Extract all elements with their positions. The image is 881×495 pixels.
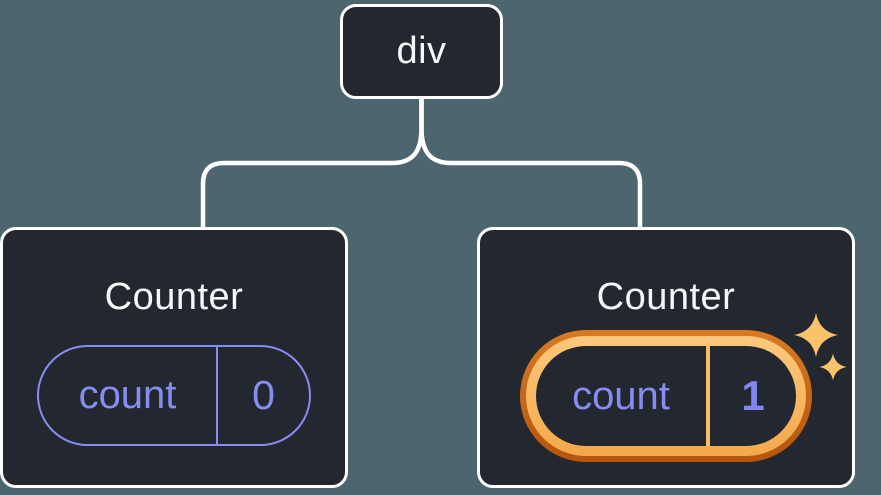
counter-card-left: Counter count 0 (0, 227, 348, 488)
state-highlight-ring-inner: count 1 (526, 336, 806, 456)
state-pill-right-value: 1 (741, 372, 765, 419)
state-pill-left-label: count (39, 347, 218, 444)
state-pill-right: count 1 (536, 346, 796, 446)
connector-branch-right (419, 97, 643, 229)
state-highlight-ring-outer: count 1 (520, 330, 812, 462)
sparkles-icon (794, 313, 847, 381)
tree-node-div-label: div (396, 30, 447, 72)
counter-card-right-title: Counter (596, 276, 736, 318)
state-label-text: count (78, 373, 177, 417)
counter-card-right: Counter count 1 (477, 227, 855, 488)
state-label-text: count (572, 373, 670, 418)
connector-branch-left (200, 97, 424, 229)
tree-node-div: div (340, 4, 503, 99)
state-pill-left: count 0 (37, 345, 311, 446)
state-pill-left-value: 0 (252, 372, 275, 418)
state-pill-right-label: count (536, 346, 710, 446)
counter-card-left-title: Counter (104, 276, 244, 318)
sparkle-large (794, 313, 838, 357)
sparkle-small (819, 353, 847, 381)
